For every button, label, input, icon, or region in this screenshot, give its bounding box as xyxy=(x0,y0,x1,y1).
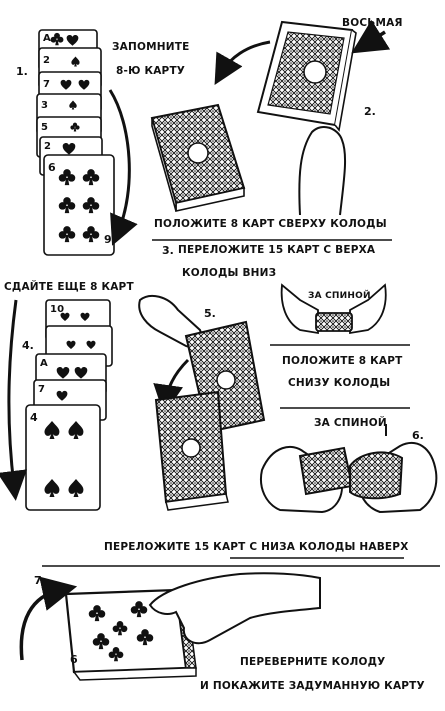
move-top-label-line2: КОЛОДЫ ВНИЗ xyxy=(182,267,277,279)
step4-card-fan xyxy=(25,299,113,511)
step5-arrow-icon xyxy=(153,358,190,415)
step1-card-fan xyxy=(36,29,115,256)
step7-hand-icon xyxy=(148,572,321,645)
flip-label-line1: ПЕРЕВЕРНИТЕ КОЛОДУ xyxy=(240,656,386,668)
step4-arrow-icon xyxy=(0,299,28,501)
move-bottom-label: ПЕРЕЛОЖИТЕ 15 КАРТ С НИЗА КОЛОДЫ НАВЕРХ xyxy=(104,541,409,553)
step-number-7: 7. xyxy=(34,574,46,587)
step-number-1: 1. xyxy=(16,65,28,78)
step2-hand-icon xyxy=(298,125,347,216)
eighth-label: ВОСЬМАЯ xyxy=(342,17,403,29)
card-index: 2 xyxy=(43,55,51,66)
step-number-2: 2. xyxy=(364,105,376,118)
card-index: 5 xyxy=(41,122,49,133)
eighth-pointer-arrow-icon xyxy=(351,19,391,54)
card-index: 6 xyxy=(48,161,56,174)
step-number-5: 5. xyxy=(204,307,216,320)
behind-back-small-label: ЗА СПИНОЙ xyxy=(308,291,371,301)
step5-lower-deck-icon xyxy=(154,390,229,511)
card-index: 7 xyxy=(38,384,46,395)
put-bottom-label-line2: СНИЗУ КОЛОДЫ xyxy=(288,377,391,389)
step2-deck-icon xyxy=(256,20,357,132)
step-number-3: 3. xyxy=(162,244,174,257)
card-index: 6 xyxy=(70,653,78,666)
memorize-label-line1: ЗАПОМНИТЕ xyxy=(112,41,190,53)
step-number-6: 6. xyxy=(412,429,424,442)
move-top-label-line1: ПЕРЕЛОЖИТЕ 15 КАРТ С ВЕРХА xyxy=(178,244,376,256)
deal-more-label: СДАЙТЕ ЕЩЕ 8 КАРТ xyxy=(4,281,134,293)
card-index: 10 xyxy=(50,304,65,315)
step3-hands-icon xyxy=(280,283,387,335)
card-index: 7 xyxy=(43,79,51,90)
card-index: 2 xyxy=(44,141,52,152)
card-index-bottom: 9 xyxy=(104,233,112,246)
card-index: 4 xyxy=(30,411,38,424)
step2-arrow-icon xyxy=(214,40,271,86)
flip-label-line2: И ПОКАЖИТЕ ЗАДУМАННУЮ КАРТУ xyxy=(200,680,425,692)
card-index: A xyxy=(40,358,48,369)
step7-arrow-icon xyxy=(19,576,78,661)
memorize-label-line2: 8-Ю КАРТУ xyxy=(116,65,186,77)
step6-hands-icon xyxy=(260,442,438,514)
put-on-top-label: ПОЛОЖИТЕ 8 КАРТ СВЕРХУ КОЛОДЫ xyxy=(154,218,387,230)
step1-arrow-icon xyxy=(108,89,138,246)
put-bottom-label-line1: ПОЛОЖИТЕ 8 КАРТ xyxy=(282,355,403,367)
card-index: 3 xyxy=(41,100,49,111)
step-number-4: 4. xyxy=(22,339,34,352)
card-index: A xyxy=(43,33,51,44)
step2-table-deck-icon xyxy=(150,103,246,212)
behind-back-label: ЗА СПИНОЙ xyxy=(314,417,387,429)
